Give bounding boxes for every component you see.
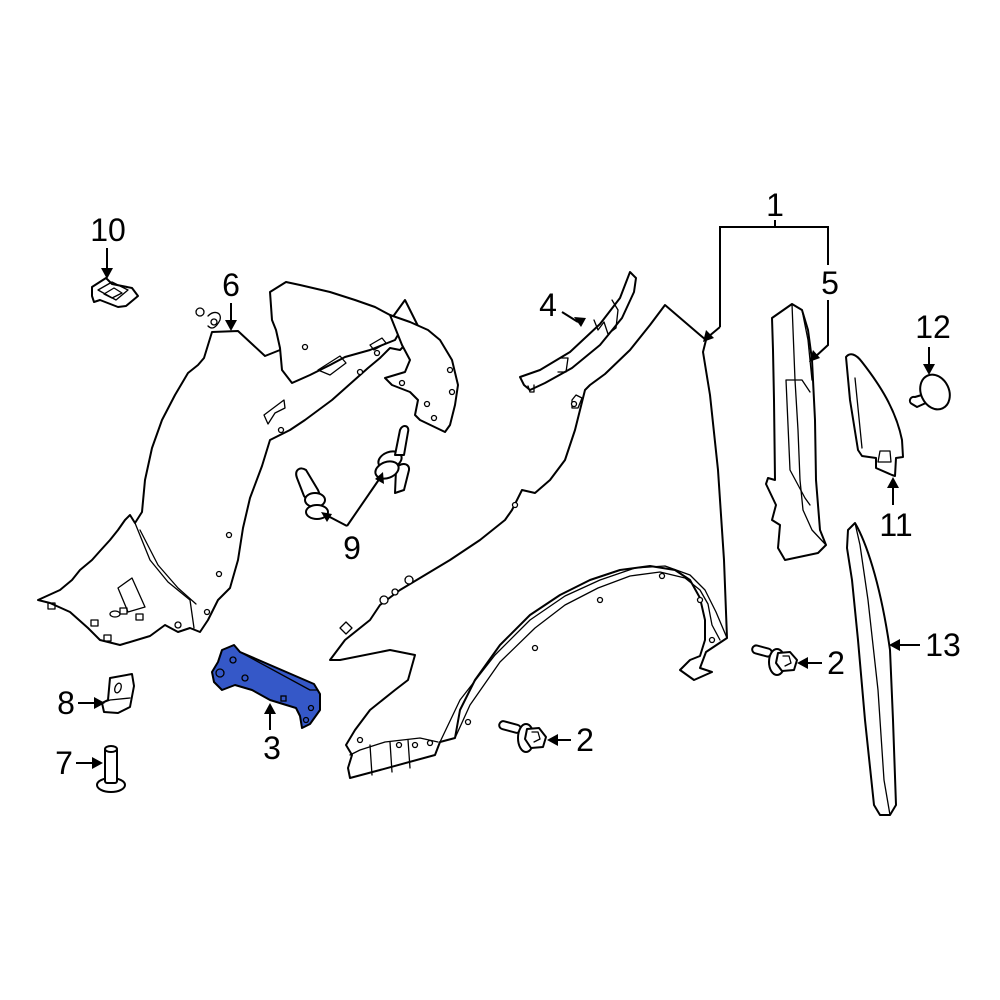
callout-8[interactable]: 8: [57, 685, 75, 721]
callout-10[interactable]: 10: [90, 212, 126, 248]
callout-12[interactable]: 12: [915, 309, 951, 345]
part-1-fender[interactable]: [329, 304, 728, 779]
leader-11: [887, 477, 899, 505]
callout-7[interactable]: 7: [55, 745, 73, 781]
part-7-pin-fastener[interactable]: [96, 745, 126, 793]
leader-2-lower: [547, 734, 571, 746]
part-3-bracket-highlighted[interactable]: [211, 644, 321, 729]
part-5-fender-seal[interactable]: [765, 303, 827, 561]
leader-5: [809, 300, 829, 362]
part-8-nut-clip[interactable]: [101, 673, 135, 714]
part-4-upper-trim-rail[interactable]: [519, 271, 637, 393]
part-10-retainer-clip[interactable]: [91, 277, 139, 308]
leader-8: [78, 697, 105, 709]
leader-2-upper: [797, 657, 822, 669]
part-12-push-pin[interactable]: [908, 370, 955, 414]
callout-4[interactable]: 4: [539, 287, 557, 323]
callout-5[interactable]: 5: [821, 265, 839, 301]
part-2-bolt-lower[interactable]: [498, 720, 547, 753]
leader-12: [923, 347, 935, 375]
part-11-corner-trim[interactable]: [845, 353, 904, 477]
leader-13: [889, 639, 920, 651]
part-13-wheel-opening-molding[interactable]: [846, 522, 897, 816]
callout-2-lower[interactable]: 2: [576, 722, 594, 758]
callout-13[interactable]: 13: [925, 627, 961, 663]
leader-10: [101, 248, 113, 279]
leader-7: [76, 757, 103, 769]
part-6-fender-liner[interactable]: [37, 281, 459, 646]
leader-3: [264, 703, 276, 730]
leader-9: [321, 472, 384, 527]
part-2-bolt-upper[interactable]: [751, 644, 798, 676]
leader-6: [225, 303, 237, 331]
leader-1-bracket: [703, 220, 829, 342]
part-9-push-clips[interactable]: [295, 425, 411, 520]
callout-1[interactable]: 1: [766, 187, 784, 223]
callout-2-upper[interactable]: 2: [827, 645, 845, 681]
callout-9[interactable]: 9: [343, 530, 361, 566]
callout-3[interactable]: 3: [263, 730, 281, 766]
callout-6[interactable]: 6: [222, 267, 240, 303]
callout-11[interactable]: 11: [879, 507, 913, 543]
leader-4: [561, 311, 586, 327]
